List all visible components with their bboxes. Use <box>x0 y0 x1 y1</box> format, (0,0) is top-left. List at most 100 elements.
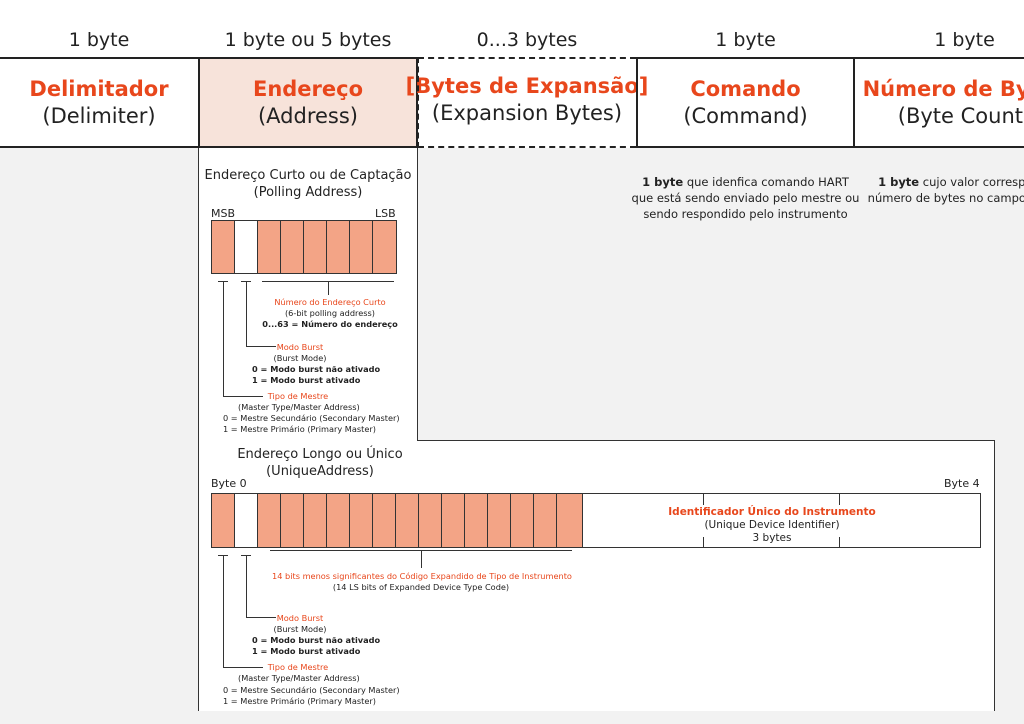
long-burst-legend: Modo Burst (Burst Mode) <box>260 613 340 635</box>
long-burst-1: 1 = Modo burst ativado <box>252 645 361 656</box>
field-expansion-en: (Expansion Bytes) <box>431 100 623 125</box>
long-bit-38 <box>234 493 258 548</box>
command-desc-line1: que idenfica comando HART <box>683 175 849 189</box>
long-master-line <box>223 555 224 667</box>
field-delimiter-pt: Delimitador <box>29 76 169 101</box>
uid-tick-right-top <box>839 493 840 505</box>
byte4-label: Byte 4 <box>944 477 980 490</box>
long-master-values: 0 = Mestre Secundário (Secondary Master)… <box>223 685 400 707</box>
long-burst-title: Modo Burst <box>276 613 324 623</box>
bytecount-description: 1 byte cujo valor corresponde ao número … <box>855 175 1024 207</box>
short-burst-legend: Modo Burst (Burst Mode) <box>260 342 340 364</box>
short-number-sub: (6-bit polling address) <box>284 307 376 318</box>
short-bit-1 <box>349 220 373 274</box>
field-expansion-left-dash <box>417 57 419 148</box>
long-bit-39 <box>211 493 235 548</box>
field-bytecount-en: (Byte Count) <box>897 103 1024 128</box>
long-bit-34 <box>326 493 350 548</box>
short-master-1: 1 = Mestre Primário (Primary Master) <box>223 423 376 434</box>
long-bit-37 <box>257 493 281 548</box>
long-master-arm <box>223 667 263 668</box>
short-bit-0 <box>372 220 397 274</box>
size-label-command: 1 byte <box>715 29 776 51</box>
uid-title: Identificador Único do Instrumento <box>668 506 876 518</box>
short-burst-1: 1 = Modo burst ativado <box>252 374 361 385</box>
upper-right-gray-panel <box>418 148 1024 440</box>
long-address-title: Endereço Longo ou Único (UniqueAddress) <box>198 446 442 480</box>
field-address: Endereço (Address) <box>198 57 418 148</box>
long-bit-33 <box>349 493 373 548</box>
long-bit-36 <box>280 493 304 548</box>
bytecount-desc-bold: 1 byte <box>878 175 920 189</box>
command-description: 1 byte que idenfica comando HART que est… <box>630 175 861 223</box>
short-number-value: 0...63 = Número do endereço <box>262 318 398 329</box>
bottom-gray-strip <box>198 711 1024 724</box>
uid-legend: Identificador Único do Instrumento (Uniq… <box>640 506 904 545</box>
short-master-title: Tipo de Mestre <box>267 391 329 401</box>
left-gray-panel <box>0 148 198 724</box>
panel-border-step <box>417 440 995 441</box>
short-master-sub: (Master Type/Master Address) <box>238 401 360 412</box>
long-bit-24 <box>556 493 583 548</box>
long-address-title-text: Endereço Longo ou Único <box>237 447 403 462</box>
command-desc-line2: que está sendo enviado pelo mestre ou <box>631 190 860 205</box>
short-address-title: Endereço Curto ou de Captação (Polling A… <box>198 167 418 201</box>
long-master-1: 1 = Mestre Primário (Primary Master) <box>223 695 376 706</box>
long-ls-title: 14 bits menos significantes do Código Ex… <box>272 571 572 581</box>
field-command: Comando (Command) <box>636 57 855 148</box>
field-bytecount-pt: Número de Bytes <box>862 76 1024 101</box>
size-label-delimiter: 1 byte <box>68 29 130 51</box>
field-expansion-pt: [Bytes de Expansão] <box>405 74 649 98</box>
long-master-title: Tipo de Mestre <box>267 662 329 672</box>
long-burst-line <box>246 555 247 617</box>
long-bit-26 <box>510 493 534 548</box>
lsb-label: LSB <box>375 207 396 220</box>
panel-border-left <box>198 148 199 711</box>
short-bit-7 <box>211 220 235 274</box>
long-bit-27 <box>487 493 511 548</box>
long-burst-values: 0 = Modo burst não ativado 1 = Modo burs… <box>252 635 380 657</box>
long-ls-sub: (14 LS bits of Expanded Device Type Code… <box>332 581 510 592</box>
long-master-0: 0 = Mestre Secundário (Secondary Master) <box>223 685 400 695</box>
short-burst-0: 0 = Modo burst não ativado <box>252 364 381 374</box>
short-master-legend: Tipo de Mestre (Master Type/Master Addre… <box>238 391 360 413</box>
field-delimiter: Delimitador (Delimiter) <box>0 57 198 148</box>
size-label-address: 1 byte ou 5 bytes <box>224 29 392 51</box>
short-burst-values: 0 = Modo burst não ativado 1 = Modo burs… <box>252 364 380 386</box>
field-delimiter-en: (Delimiter) <box>42 103 156 128</box>
short-address-subtitle: (Polling Address) <box>253 185 363 201</box>
long-bit-31 <box>395 493 419 548</box>
unique-device-id-block <box>582 493 981 548</box>
short-bit-2 <box>326 220 350 274</box>
uid-sub: (Unique Device Identifier) <box>704 519 840 532</box>
short-burst-line <box>246 281 247 346</box>
field-command-pt: Comando <box>690 76 801 101</box>
field-address-en: (Address) <box>257 103 359 128</box>
long-ls-legend: 14 bits menos significantes do Código Ex… <box>272 571 572 593</box>
short-master-0: 0 = Mestre Secundário (Secondary Master) <box>223 413 400 423</box>
long-address-subtitle: (UniqueAddress) <box>266 464 374 480</box>
field-expansion: [Bytes de Expansão] (Expansion Bytes) <box>406 57 648 148</box>
command-desc-bold: 1 byte <box>642 175 684 189</box>
panel-border-right <box>994 440 995 711</box>
uid-tick-left-top <box>703 493 704 505</box>
long-bit-28 <box>464 493 488 548</box>
field-command-en: (Command) <box>683 103 808 128</box>
short-address-title-text: Endereço Curto ou de Captação <box>204 168 412 183</box>
short-bit-3 <box>303 220 327 274</box>
long-master-legend: Tipo de Mestre (Master Type/Master Addre… <box>238 662 360 684</box>
long-bit-25 <box>533 493 557 548</box>
short-bracket-stem <box>328 281 329 295</box>
field-bytecount: Número de Bytes (Byte Count) <box>855 57 1024 148</box>
long-burst-sub: (Burst Mode) <box>273 623 327 634</box>
bytecount-desc-line1: cujo valor corresponde ao <box>922 175 1024 189</box>
uid-size: 3 bytes <box>752 532 792 545</box>
long-bit-30 <box>418 493 442 548</box>
short-burst-sub: (Burst Mode) <box>273 352 327 363</box>
long-bracket-stem <box>421 550 422 568</box>
short-burst-arm <box>246 346 276 347</box>
long-master-sub: (Master Type/Master Address) <box>238 672 360 683</box>
short-burst-title: Modo Burst <box>276 342 324 352</box>
panel-border-mid <box>417 148 418 440</box>
byte0-label: Byte 0 <box>211 477 247 490</box>
